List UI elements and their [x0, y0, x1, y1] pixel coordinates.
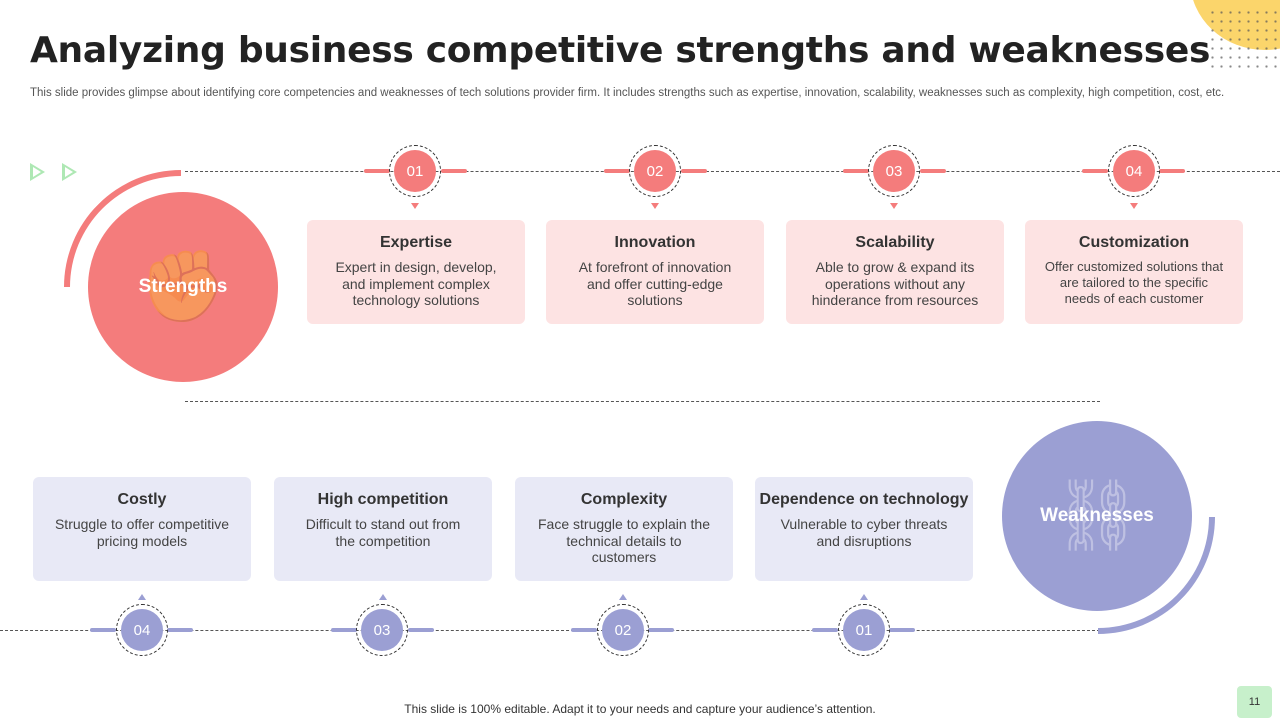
weaknesses-label: Weaknesses [1040, 505, 1154, 526]
card-text: Face struggle to explain the technical d… [538, 516, 710, 565]
card-title: Costly [117, 491, 167, 508]
broken-chain-icon: ⛓ [1052, 476, 1142, 554]
pointer-triangle [379, 594, 387, 600]
card-title: Complexity [580, 491, 668, 508]
dot-pattern [1208, 8, 1278, 68]
badge-stub [1159, 169, 1185, 173]
connector-line [185, 401, 1100, 402]
strength-badge-2: 02 [629, 145, 681, 197]
badge-stub [167, 628, 193, 632]
badge-number: 01 [394, 150, 436, 192]
card-title: Customization [1078, 234, 1190, 251]
card-title: High competition [317, 491, 449, 508]
badge-number: 03 [873, 150, 915, 192]
strength-card-scalability: Scalability Able to grow & expand its op… [786, 220, 1004, 324]
strength-card-expertise: Expertise Expert in design, develop, and… [307, 220, 525, 324]
fist-icon: ✊ [139, 247, 227, 325]
badge-number: 04 [121, 609, 163, 651]
badge-number: 03 [361, 609, 403, 651]
strength-card-innovation: Innovation At forefront of innovation an… [546, 220, 764, 324]
weaknesses-circle: ⛓ Weaknesses [1002, 421, 1192, 611]
weaknesses-timeline [0, 630, 1100, 631]
weakness-card-high-competition: High competition Difficult to stand out … [274, 477, 492, 581]
badge-stub [441, 169, 467, 173]
strength-badge-4: 04 [1108, 145, 1160, 197]
card-text: Able to grow & expand its operations wit… [811, 259, 979, 308]
card-title: Scalability [855, 234, 935, 251]
weakness-card-dependence: Dependence on technology Vulnerable to c… [755, 477, 973, 581]
badge-stub [920, 169, 946, 173]
badge-number: 01 [843, 609, 885, 651]
slide-subtitle: This slide provides glimpse about identi… [30, 87, 1225, 99]
badge-stub [889, 628, 915, 632]
card-text: Offer customized solutions that are tail… [1044, 259, 1224, 306]
weakness-card-costly: Costly Struggle to offer competitive pri… [33, 477, 251, 581]
badge-stub [90, 628, 116, 632]
pointer-triangle [619, 594, 627, 600]
weakness-card-complexity: Complexity Face struggle to explain the … [515, 477, 733, 581]
badge-stub [1082, 169, 1108, 173]
badge-stub [843, 169, 869, 173]
strengths-label: Strengths [138, 276, 228, 297]
page-number: 11 [1237, 686, 1272, 718]
badge-stub [408, 628, 434, 632]
card-title: Expertise [379, 234, 453, 251]
badge-stub [331, 628, 357, 632]
play-arrow-inner [33, 167, 41, 177]
badge-number: 02 [602, 609, 644, 651]
badge-stub [812, 628, 838, 632]
weakness-badge-1: 01 [838, 604, 890, 656]
pointer-triangle [138, 594, 146, 600]
pointer-triangle [651, 203, 659, 209]
pointer-triangle [890, 203, 898, 209]
strength-card-customization: Customization Offer customized solutions… [1025, 220, 1243, 324]
badge-stub [604, 169, 630, 173]
strengths-timeline [185, 171, 1280, 172]
pointer-triangle [860, 594, 868, 600]
weakness-badge-3: 03 [356, 604, 408, 656]
card-text: At forefront of innovation and offer cut… [578, 259, 732, 308]
pointer-triangle [411, 203, 419, 209]
card-text: Expert in design, develop, and implement… [335, 259, 497, 308]
weakness-badge-4: 04 [116, 604, 168, 656]
strength-badge-1: 01 [389, 145, 441, 197]
badge-number: 04 [1113, 150, 1155, 192]
footer-note: This slide is 100% editable. Adapt it to… [404, 702, 876, 716]
strengths-circle: ✊ Strengths [88, 192, 278, 382]
play-arrow-inner [65, 167, 73, 177]
badge-stub [648, 628, 674, 632]
card-title: Innovation [614, 234, 696, 251]
strength-badge-3: 03 [868, 145, 920, 197]
badge-stub [364, 169, 390, 173]
card-text: Vulnerable to cyber threats and disrupti… [780, 516, 948, 549]
badge-stub [571, 628, 597, 632]
badge-number: 02 [634, 150, 676, 192]
card-text: Difficult to stand out from the competit… [305, 516, 461, 549]
weakness-badge-2: 02 [597, 604, 649, 656]
pointer-triangle [1130, 203, 1138, 209]
badge-stub [681, 169, 707, 173]
card-title: Dependence on technology [759, 491, 969, 508]
card-text: Struggle to offer competitive pricing mo… [54, 516, 230, 549]
slide-title: Analyzing business competitive strengths… [30, 30, 1211, 71]
